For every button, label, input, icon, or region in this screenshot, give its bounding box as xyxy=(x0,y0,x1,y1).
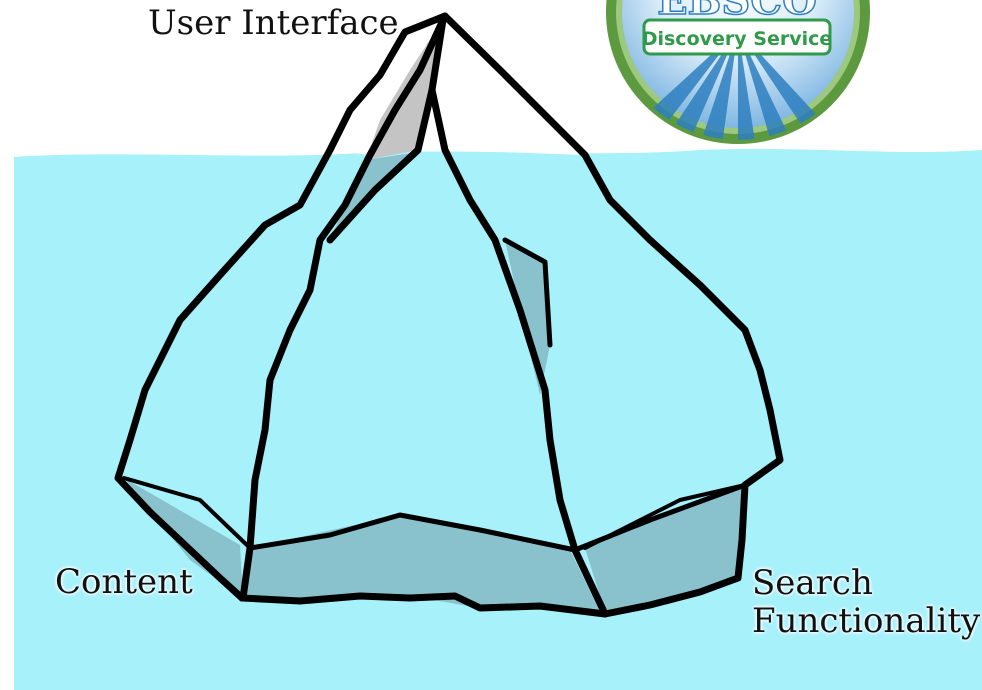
outline-bottom-ridge xyxy=(247,482,748,553)
iceberg-outline xyxy=(114,12,784,618)
outline-inner-left xyxy=(239,16,447,602)
outline-left-edge xyxy=(114,12,449,602)
ebsco-logo: Discovery Service EBSCO xyxy=(606,0,870,144)
facet-sliver xyxy=(505,240,550,395)
outline-left-facet xyxy=(122,476,252,550)
label-search-line2: Functionality xyxy=(752,601,981,641)
outline-inner-center xyxy=(428,16,609,618)
outline-bottom-edge xyxy=(238,592,609,618)
outline-sliver xyxy=(502,237,553,348)
label-user-interface: User Interface xyxy=(148,3,399,43)
outline-right-edge xyxy=(441,12,784,618)
logo-tagline-box xyxy=(642,18,832,56)
label-search-line1: Search xyxy=(752,563,873,603)
label-search-functionality: Search Functionality xyxy=(752,564,980,640)
facet-right xyxy=(585,485,745,612)
outline-shadow-ridge xyxy=(326,86,436,244)
logo-brand: EBSCO xyxy=(657,0,817,24)
outline-right-facet xyxy=(583,483,747,550)
facet-bottom xyxy=(243,515,600,612)
iceberg-tip-left xyxy=(330,16,445,155)
logo-tagline: Discovery Service xyxy=(642,28,833,50)
label-content: Content xyxy=(55,562,193,602)
